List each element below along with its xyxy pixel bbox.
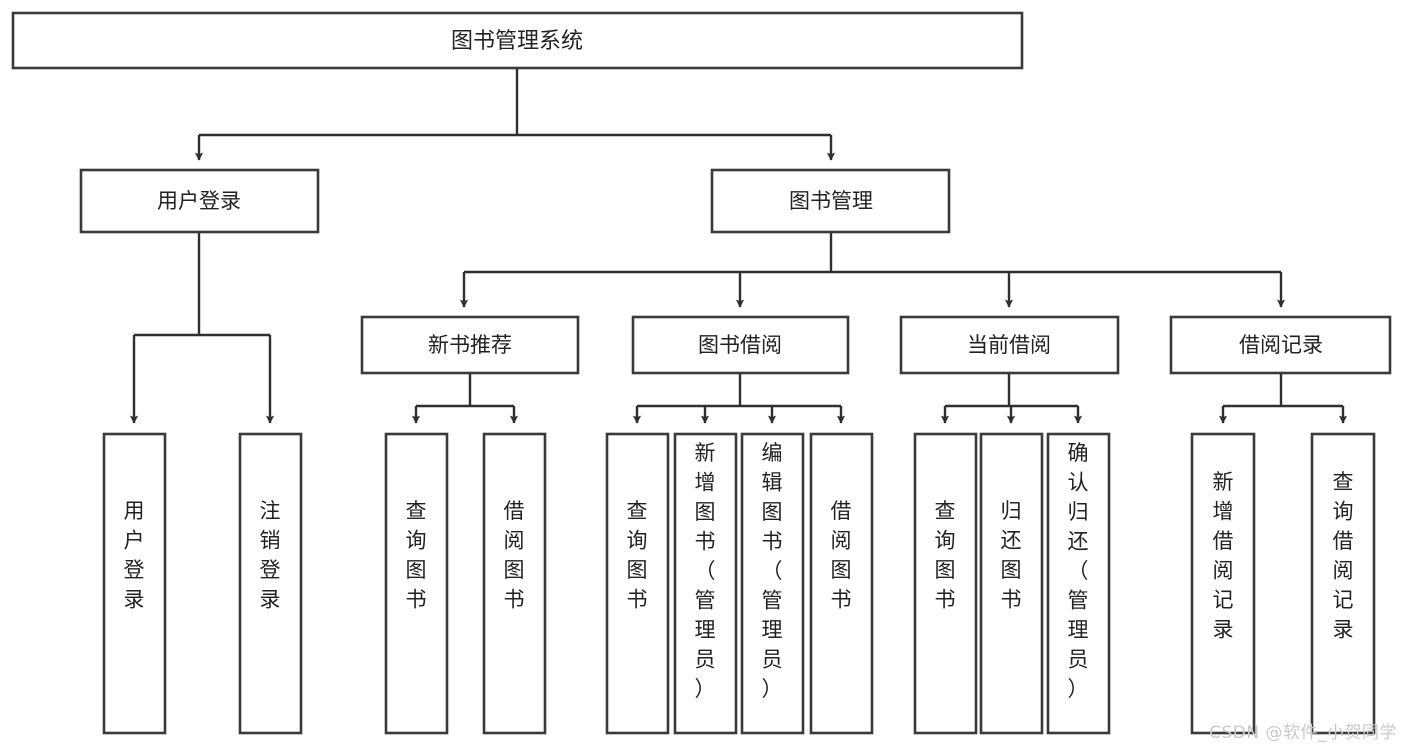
- leaf-query-book-2-box[interactable]: [605, 432, 670, 735]
- leaf-add-book-box[interactable]: [673, 432, 738, 735]
- leaf-return-book-box[interactable]: [979, 432, 1044, 735]
- node-book-borrow[interactable]: 图书借阅: [631, 315, 850, 375]
- node-new-book-rec-box[interactable]: [360, 315, 580, 375]
- leaf-logout-login[interactable]: 注销登录: [238, 432, 303, 735]
- leaf-borrow-book-2-label: 借阅图书: [831, 499, 852, 612]
- leaf-borrow-book-2-box[interactable]: [809, 432, 874, 735]
- node-root[interactable]: 图书管理系统: [11, 11, 1024, 70]
- node-borrow-record[interactable]: 借阅记录: [1169, 315, 1392, 375]
- node-current-borrow[interactable]: 当前借阅: [899, 315, 1120, 375]
- leaf-borrow-book-2[interactable]: 借阅图书: [809, 432, 874, 735]
- node-borrow-record-box[interactable]: [1169, 315, 1392, 375]
- leaf-edit-book[interactable]: 编辑图书（管理员）: [740, 432, 805, 735]
- leaf-add-book[interactable]: 新增图书（管理员）: [673, 432, 738, 735]
- node-borrow-record-label: 借阅记录: [1239, 333, 1323, 357]
- leaf-query-book-1[interactable]: 查询图书: [384, 432, 449, 735]
- node-user-login-box[interactable]: [79, 168, 320, 234]
- leaf-return-book[interactable]: 归还图书: [979, 432, 1044, 735]
- leaf-query-book-2-label: 查询图书: [627, 499, 648, 612]
- leaf-add-record-label: 新增借阅记录: [1213, 470, 1234, 642]
- leaf-user-login-box[interactable]: [102, 432, 167, 735]
- leaf-borrow-book-1-label: 借阅图书: [504, 499, 525, 612]
- leaf-user-login-label: 用户登录: [124, 499, 145, 612]
- leaf-borrow-book-1-box[interactable]: [482, 432, 547, 735]
- node-book-manage[interactable]: 图书管理: [710, 168, 951, 234]
- leaf-add-record[interactable]: 新增借阅记录: [1190, 432, 1256, 735]
- leaf-query-book-3-label: 查询图书: [935, 499, 956, 612]
- node-book-manage-box[interactable]: [710, 168, 951, 234]
- node-new-book-rec[interactable]: 新书推荐: [360, 315, 580, 375]
- connector-layer: [129, 68, 1348, 424]
- node-book-manage-label: 图书管理: [789, 189, 873, 213]
- leaf-query-record-box[interactable]: [1310, 432, 1376, 735]
- leaf-confirm-return-label: 确认归还（管理员）: [1068, 441, 1089, 701]
- leaf-confirm-return[interactable]: 确认归还（管理员）: [1046, 432, 1111, 735]
- csdn-watermark: CSDN @软件_小贺同学: [1209, 723, 1397, 743]
- leaf-query-book-2[interactable]: 查询图书: [605, 432, 670, 735]
- leaf-query-record[interactable]: 查询借阅记录: [1310, 432, 1376, 735]
- node-book-borrow-label: 图书借阅: [698, 333, 782, 357]
- leaf-user-login[interactable]: 用户登录: [102, 432, 167, 735]
- node-current-borrow-label: 当前借阅: [967, 333, 1051, 357]
- leaf-add-record-box[interactable]: [1190, 432, 1256, 735]
- leaf-query-record-label: 查询借阅记录: [1333, 470, 1354, 642]
- leaf-query-book-3-box[interactable]: [913, 432, 978, 735]
- leaf-query-book-1-label: 查询图书: [406, 499, 427, 612]
- leaf-add-book-label: 新增图书（管理员）: [695, 441, 716, 701]
- leaf-query-book-1-box[interactable]: [384, 432, 449, 735]
- leaf-query-book-3[interactable]: 查询图书: [913, 432, 978, 735]
- leaf-return-book-label: 归还图书: [1001, 499, 1022, 612]
- node-user-login-label: 用户登录: [157, 189, 241, 213]
- node-current-borrow-box[interactable]: [899, 315, 1120, 375]
- node-book-borrow-box[interactable]: [631, 315, 850, 375]
- leaf-borrow-book-1[interactable]: 借阅图书: [482, 432, 547, 735]
- leaf-logout-login-box[interactable]: [238, 432, 303, 735]
- node-root-label: 图书管理系统: [451, 29, 583, 54]
- leaf-logout-login-label: 注销登录: [260, 499, 281, 612]
- node-new-book-rec-label: 新书推荐: [428, 333, 512, 357]
- node-root-box[interactable]: [11, 11, 1024, 70]
- node-user-login[interactable]: 用户登录: [79, 168, 320, 234]
- leaf-edit-book-box[interactable]: [740, 432, 805, 735]
- leaf-edit-book-label: 编辑图书（管理员）: [762, 441, 783, 701]
- leaf-confirm-return-box[interactable]: [1046, 432, 1111, 735]
